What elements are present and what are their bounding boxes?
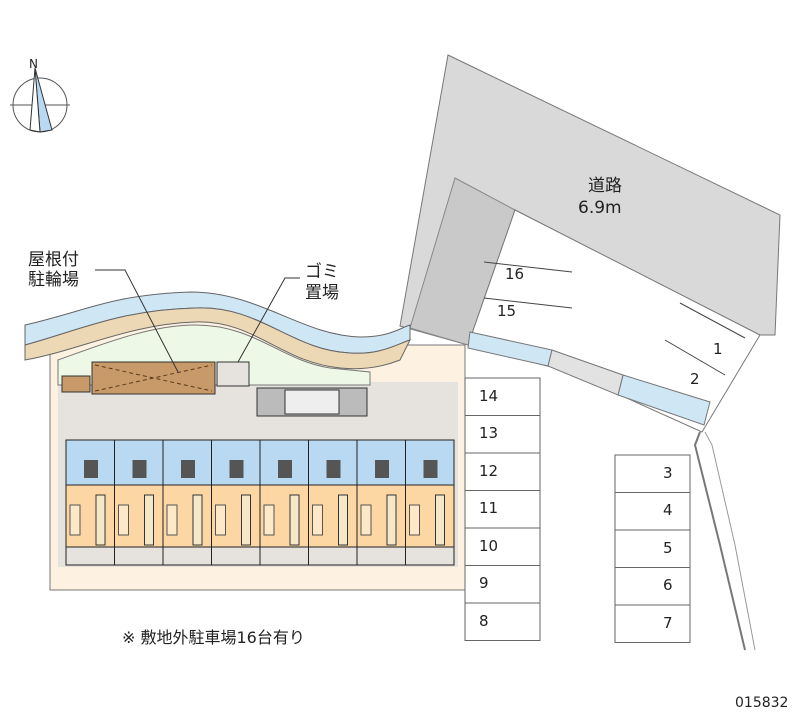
garbage-label-1: ゴミ bbox=[305, 262, 339, 282]
parking-space-13: 13 bbox=[479, 424, 499, 443]
apartment-unit bbox=[259, 439, 309, 566]
compass-north-label: N bbox=[29, 57, 38, 71]
apartment-unit bbox=[308, 439, 358, 566]
parking-space-16: 16 bbox=[505, 265, 525, 283]
parking-space-6: 6 bbox=[663, 576, 673, 595]
apartment-unit bbox=[114, 439, 164, 566]
parking-stall bbox=[614, 492, 691, 531]
offsite-parking-note: ※ 敷地外駐車場16台有り bbox=[122, 628, 305, 647]
parking-space-1: 1 bbox=[713, 340, 723, 358]
parking-space-4: 4 bbox=[663, 501, 673, 520]
parking-space-9: 9 bbox=[479, 574, 489, 593]
bicycle-label-2: 駐輪場 bbox=[28, 270, 79, 290]
apartment-unit bbox=[211, 439, 261, 566]
parking-space-11: 11 bbox=[479, 499, 499, 518]
apartment-unit bbox=[356, 439, 406, 566]
parking-stall bbox=[614, 454, 691, 493]
parking-stall bbox=[464, 527, 541, 566]
parking-stall bbox=[464, 452, 541, 491]
parking-stall bbox=[464, 490, 541, 529]
parking-space-7: 7 bbox=[663, 613, 673, 632]
gray-strip bbox=[547, 349, 624, 396]
parking-space-5: 5 bbox=[663, 538, 673, 557]
parking-stall bbox=[464, 565, 541, 604]
garbage-area bbox=[216, 361, 250, 387]
parking-space-8: 8 bbox=[479, 611, 489, 630]
garbage-label-2: 置場 bbox=[305, 283, 339, 303]
parking-stall bbox=[614, 529, 691, 568]
parking-stall bbox=[614, 604, 691, 643]
apartment-unit bbox=[65, 439, 115, 566]
parking-space-14: 14 bbox=[479, 386, 499, 405]
bicycle-label-1: 屋根付 bbox=[28, 250, 79, 270]
parking-space-10: 10 bbox=[479, 536, 499, 555]
parking-stall bbox=[464, 415, 541, 454]
property-code: 015832 bbox=[735, 695, 789, 711]
apartment-unit bbox=[405, 439, 455, 566]
parking-space-2: 2 bbox=[690, 370, 700, 388]
parking-stall bbox=[464, 377, 541, 416]
compass-icon bbox=[10, 67, 70, 133]
parking-stall bbox=[464, 602, 541, 641]
parking-space-15: 15 bbox=[497, 302, 517, 320]
apartment-unit bbox=[162, 439, 212, 566]
parking-space-12: 12 bbox=[479, 461, 499, 480]
parking-space-3: 3 bbox=[663, 463, 673, 482]
road-width: 6.9m bbox=[578, 198, 622, 218]
parking-stall bbox=[614, 567, 691, 606]
road-name: 道路 bbox=[588, 176, 622, 196]
